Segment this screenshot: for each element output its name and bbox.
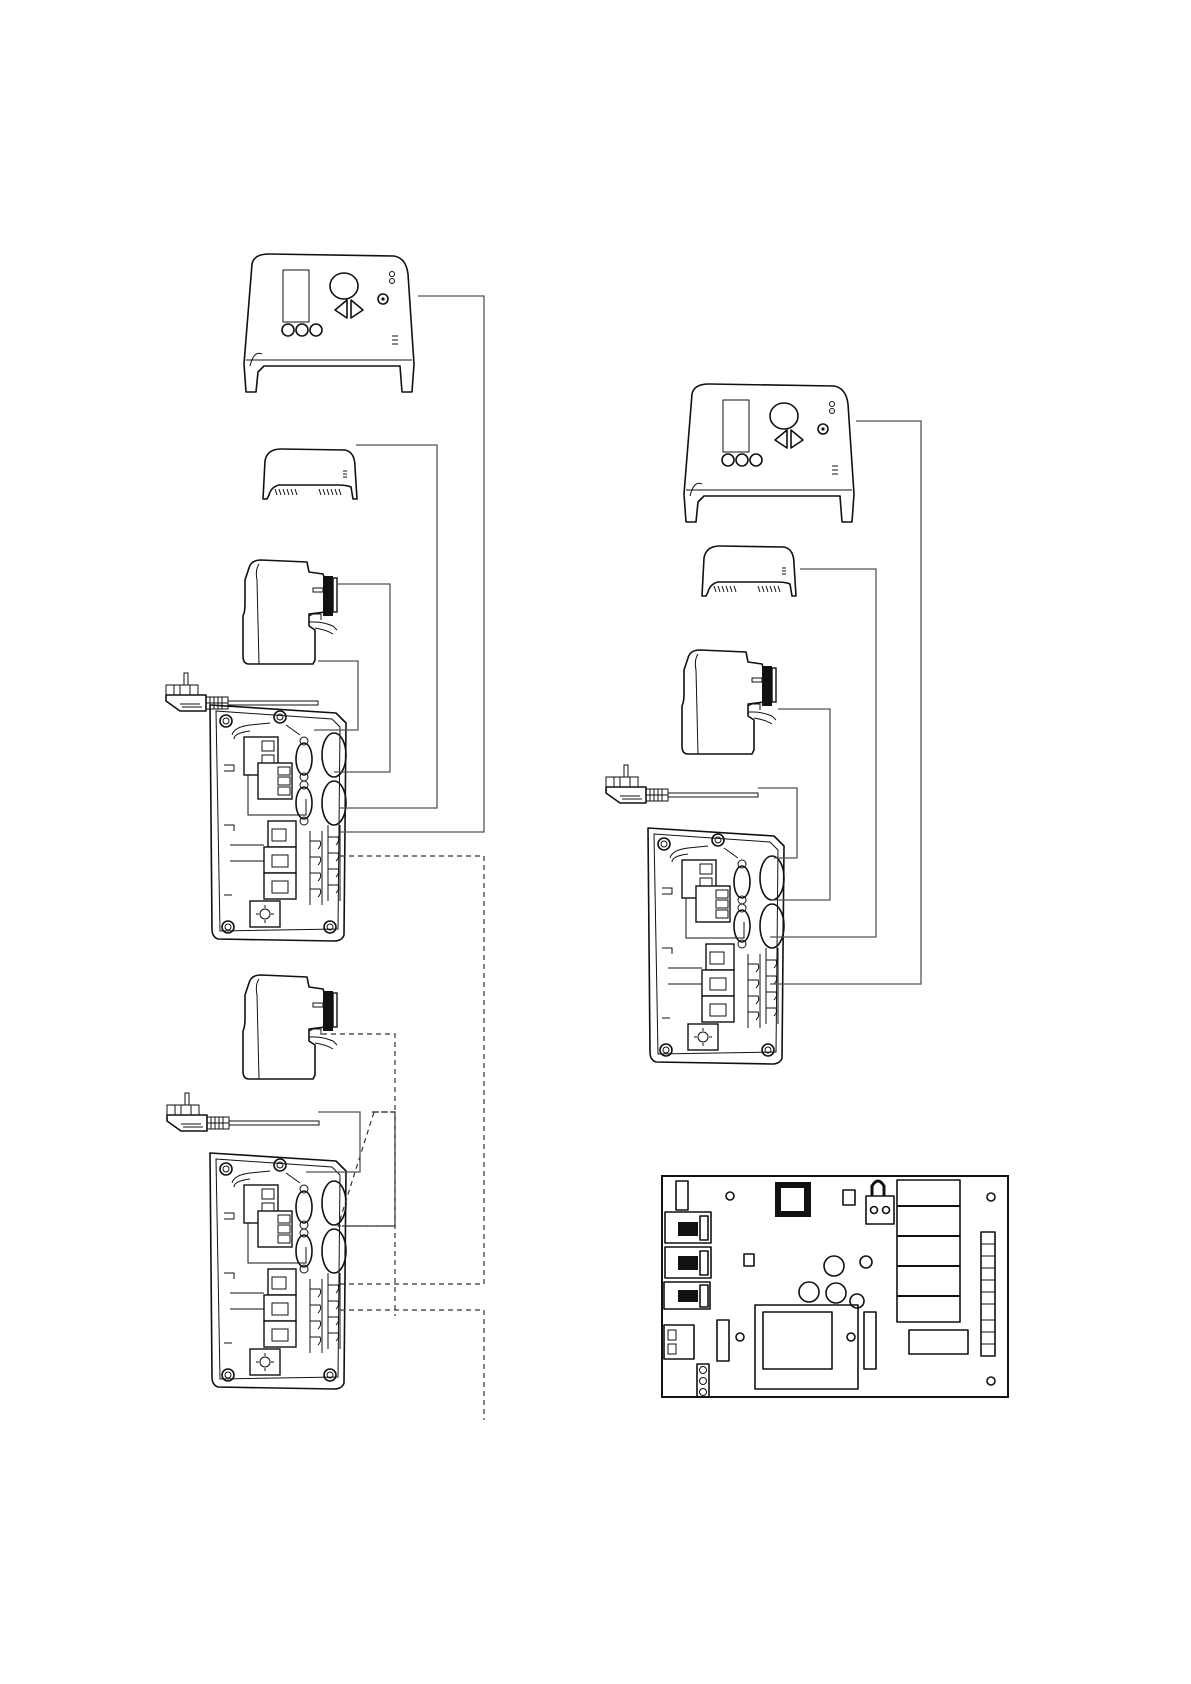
- power-plug: [166, 673, 318, 711]
- left-lower-group: [167, 975, 484, 1420]
- wire-sensor: [770, 569, 876, 937]
- dashed-wire-module: [322, 1034, 395, 1226]
- pcb-outline: [662, 1176, 1008, 1397]
- wire-display: [340, 296, 484, 832]
- terminal-base: [210, 1153, 346, 1389]
- sensor-cover: [263, 449, 357, 499]
- terminal-base: [648, 828, 784, 1064]
- microcontroller: [775, 1182, 811, 1217]
- wire-module: [772, 709, 830, 900]
- power-plug: [606, 765, 758, 803]
- wire-module: [334, 584, 390, 772]
- display-cover: [684, 384, 854, 522]
- dashed-wire-module-top: [372, 1112, 395, 1316]
- sensor-cover: [702, 546, 796, 596]
- dashed-link-to-lower: [340, 856, 484, 1284]
- wire-plug: [314, 661, 358, 730]
- plug-in-module: [243, 560, 337, 664]
- display-cover: [244, 254, 414, 392]
- dashed-continuation: [340, 1310, 484, 1420]
- plug-in-module: [682, 650, 776, 754]
- right-group: [606, 384, 921, 1064]
- terminal-base: [210, 705, 346, 941]
- power-plug: [167, 1093, 319, 1131]
- plug-in-module: [243, 975, 337, 1079]
- wire-plug: [758, 788, 797, 858]
- circuit-board: [662, 1176, 1008, 1397]
